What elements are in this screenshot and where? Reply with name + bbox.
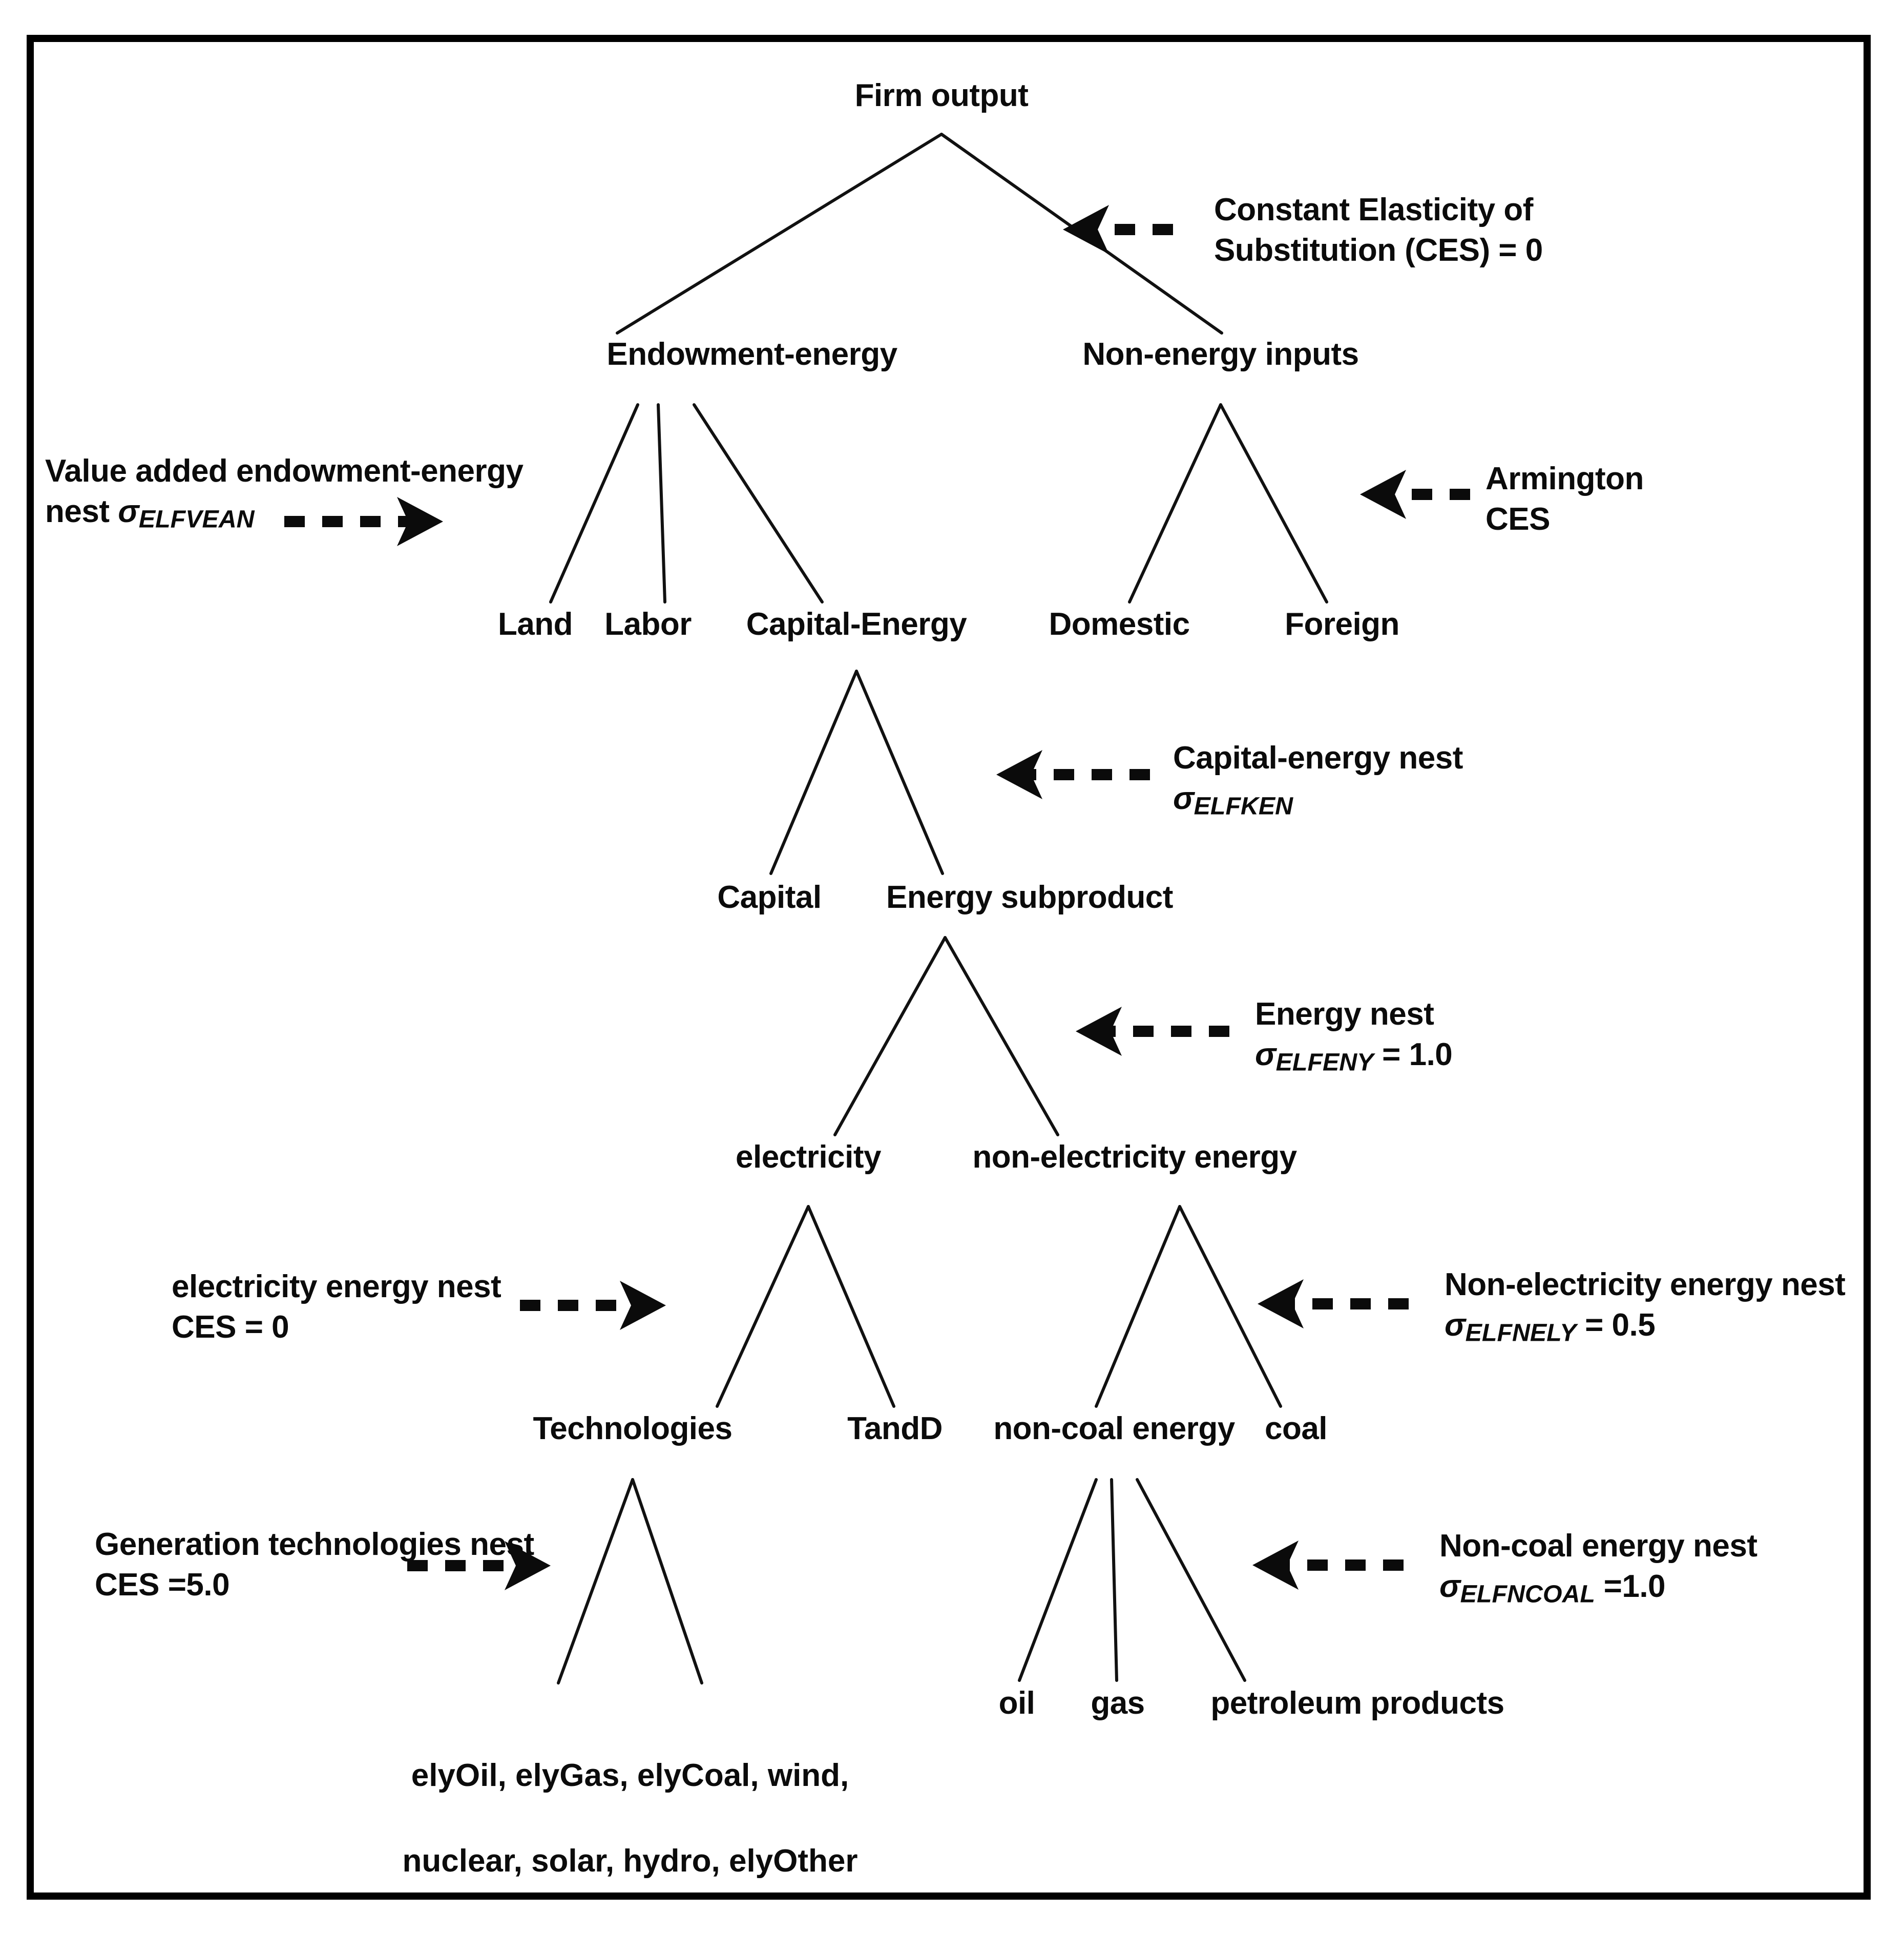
annotation-ces-root: Constant Elasticity of Substitution (CES… xyxy=(1214,190,1543,271)
annotation-non-coal-nest: Non-coal energy nest σELFNCOAL =1.0 xyxy=(1439,1526,1757,1611)
annotation-energy-nest-value: = 1.0 xyxy=(1373,1037,1453,1073)
annotation-generation-nest: Generation technologies nest CES =5.0 xyxy=(95,1524,534,1606)
sigma-symbol-elfeny: σ xyxy=(1255,1037,1276,1073)
sigma-symbol-elfnely: σ xyxy=(1445,1307,1466,1343)
annotation-electricity-nest-line1: electricity energy nest xyxy=(172,1269,501,1304)
sigma-subscript-elfken: ELFKEN xyxy=(1194,792,1293,820)
annotation-generation-nest-line1: Generation technologies nest xyxy=(95,1527,534,1562)
node-non-coal-energy[interactable]: non-coal energy xyxy=(993,1411,1235,1446)
sigma-symbol-elfken: σ xyxy=(1173,781,1194,817)
annotation-ces-root-line2: Substitution (CES) = 0 xyxy=(1214,233,1543,268)
sigma-symbol-elfvean: σ xyxy=(118,494,139,530)
node-labor[interactable]: Labor xyxy=(604,607,692,642)
annotation-electricity-nest: electricity energy nest CES = 0 xyxy=(172,1266,501,1348)
annotation-non-coal-value: =1.0 xyxy=(1595,1569,1666,1605)
annotation-non-coal-line2: σELFNCOAL =1.0 xyxy=(1439,1566,1757,1611)
node-gas[interactable]: gas xyxy=(1091,1686,1145,1721)
technology-list[interactable]: elyOil, elyGas, elyCoal, wind, nuclear, … xyxy=(402,1711,857,1925)
node-non-energy-inputs[interactable]: Non-energy inputs xyxy=(1082,337,1359,372)
annotation-energy-nest: Energy nest σELFENY = 1.0 xyxy=(1255,994,1453,1079)
node-endowment-energy[interactable]: Endowment-energy xyxy=(606,337,897,372)
annotation-value-added-line1: Value added endowment-energy xyxy=(45,453,524,489)
annotation-capital-energy-nest: Capital-energy nest σELFKEN xyxy=(1173,738,1463,823)
node-foreign[interactable]: Foreign xyxy=(1285,607,1399,642)
technology-list-line-2: nuclear, solar, hydro, elyOther xyxy=(402,1843,858,1879)
annotation-value-added-prefix: nest xyxy=(45,494,118,530)
node-technologies[interactable]: Technologies xyxy=(533,1411,733,1446)
node-oil[interactable]: oil xyxy=(998,1686,1035,1721)
annotation-electricity-nest-line2: CES = 0 xyxy=(172,1309,289,1345)
node-capital-energy[interactable]: Capital-Energy xyxy=(746,607,967,642)
annotation-non-electricity-line1: Non-electricity energy nest xyxy=(1445,1267,1846,1302)
annotation-armington: Armington CES xyxy=(1485,459,1644,540)
annotation-value-added-line2: nest σELFVEAN xyxy=(45,491,523,536)
node-non-electricity-energy[interactable]: non-electricity energy xyxy=(972,1139,1297,1175)
node-tandd[interactable]: TandD xyxy=(847,1411,943,1446)
node-land[interactable]: Land xyxy=(497,607,573,642)
sigma-subscript-elfnely: ELFNELY xyxy=(1465,1319,1577,1347)
annotation-armington-line1: Armington xyxy=(1485,461,1644,496)
node-petroleum-products[interactable]: petroleum products xyxy=(1210,1686,1504,1721)
annotation-capital-energy-line2: σELFKEN xyxy=(1173,778,1463,823)
annotation-non-electricity-nest: Non-electricity energy nest σELFNELY = 0… xyxy=(1445,1264,1846,1349)
annotation-capital-energy-line1: Capital-energy nest xyxy=(1173,740,1463,776)
technology-list-line-1: elyOil, elyGas, elyCoal, wind, xyxy=(411,1757,849,1793)
node-electricity[interactable]: electricity xyxy=(735,1139,882,1175)
node-capital[interactable]: Capital xyxy=(717,880,822,915)
annotation-energy-nest-line2: σELFENY = 1.0 xyxy=(1255,1034,1453,1079)
node-firm-output[interactable]: Firm output xyxy=(854,78,1029,113)
sigma-subscript-elfvean: ELFVEAN xyxy=(138,505,255,533)
annotation-non-electricity-line2: σELFNELY = 0.5 xyxy=(1445,1305,1845,1349)
annotation-non-coal-line1: Non-coal energy nest xyxy=(1439,1528,1757,1564)
annotation-generation-nest-line2: CES =5.0 xyxy=(95,1567,230,1603)
sigma-symbol-elfncoal: σ xyxy=(1439,1569,1460,1605)
diagram-border xyxy=(27,35,1871,1900)
sigma-subscript-elfncoal: ELFNCOAL xyxy=(1460,1580,1595,1608)
annotation-energy-nest-line1: Energy nest xyxy=(1255,996,1434,1032)
annotation-ces-root-line1: Constant Elasticity of xyxy=(1214,192,1533,227)
annotation-armington-line2: CES xyxy=(1485,502,1550,537)
sigma-subscript-elfeny: ELFENY xyxy=(1275,1048,1374,1076)
annotation-non-electricity-value: = 0.5 xyxy=(1576,1307,1656,1343)
node-coal[interactable]: coal xyxy=(1264,1411,1328,1446)
annotation-value-added-nest: Value added endowment-energy nest σELFVE… xyxy=(45,451,524,536)
node-domestic[interactable]: Domestic xyxy=(1049,607,1190,642)
node-energy-subproduct[interactable]: Energy subproduct xyxy=(886,880,1173,915)
